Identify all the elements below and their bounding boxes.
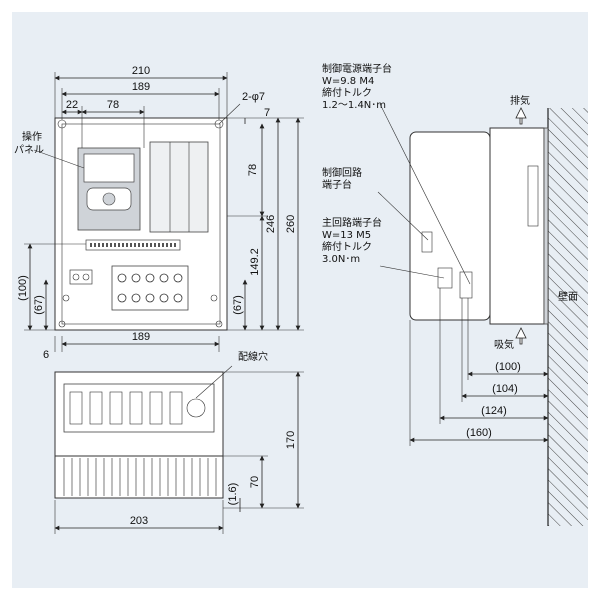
side-view — [409, 107, 588, 526]
dim-top-7: 7 — [264, 107, 270, 119]
control-power-terminal — [69, 269, 93, 285]
label-ctrl-circuit-1: 制御回路 — [322, 166, 362, 179]
dim-mount-holes: 2-φ7 — [242, 91, 265, 103]
intake-arrow-icon — [515, 327, 527, 345]
exhaust-arrow-icon — [515, 107, 527, 125]
label-ctrl-power-2: W=9.8 M4 — [322, 76, 374, 87]
side-ctrl-power-terminal — [459, 271, 473, 299]
label-main-circuit-2: W=13 M5 — [322, 230, 371, 241]
dim-left-100: (100) — [17, 275, 29, 301]
front-dimensions — [24, 72, 304, 352]
side-cover — [409, 131, 491, 321]
dim-bottom-189: 189 — [132, 331, 150, 343]
option-slots — [149, 141, 209, 233]
side-control-terminal — [421, 231, 433, 253]
label-intake: 吸気 — [494, 338, 514, 351]
dim-height-246: 246 — [265, 215, 277, 233]
dim-side-104: (104) — [492, 383, 518, 395]
bottom-dimensions — [54, 365, 304, 534]
dim-height-78: 78 — [247, 164, 259, 176]
label-ctrl-power-4: 1.2〜1.4N･m — [322, 100, 386, 111]
main-terminals — [117, 273, 183, 303]
mount-hole-bottom-left — [58, 320, 66, 328]
label-main-circuit-3: 締付トルク — [322, 240, 372, 253]
dim-mount-width: 189 — [132, 81, 150, 93]
dim-height-149: 149.2 — [249, 248, 261, 276]
dim-right-67: (67) — [232, 295, 244, 315]
mounting-plate — [543, 127, 549, 325]
label-ctrl-circuit-2: 端子台 — [322, 178, 352, 191]
ground-terminal — [62, 294, 70, 302]
front-view — [54, 117, 228, 331]
label-ctrl-power-3: 締付トルク — [322, 86, 372, 99]
label-exhaust: 排気 — [510, 94, 530, 107]
bottom-heatsink-outline — [54, 455, 224, 499]
wiring-hole-icon — [186, 398, 206, 418]
dim-offset-78: 78 — [107, 99, 119, 111]
dim-bottom-height-170: 170 — [285, 431, 297, 449]
panel-dial-icon — [102, 192, 116, 206]
dim-side-100: (100) — [495, 361, 521, 373]
label-ctrl-power-1: 制御電源端子台 — [322, 62, 392, 75]
dim-bottom-6: 6 — [43, 349, 49, 361]
label-wiring-hole: 配線穴 — [238, 350, 268, 363]
bottom-dimension-texts: 203 170 70 (1.6) 配線穴 — [130, 350, 297, 527]
heatsink-fins — [63, 458, 217, 496]
control-terminal-strip — [85, 239, 181, 251]
ground-terminal-right — [210, 294, 218, 302]
dim-offset-22: 22 — [66, 99, 78, 111]
bottom-vent-area — [63, 383, 215, 433]
label-main-circuit-4: 3.0N･m — [322, 254, 360, 265]
dim-bottom-1-6: (1.6) — [227, 483, 239, 506]
side-dimensions — [377, 103, 549, 446]
dim-bottom-height-70: 70 — [249, 476, 261, 488]
mount-hole-bottom-right — [215, 320, 223, 328]
front-inner-outline — [61, 123, 221, 325]
wall-hatch — [548, 108, 588, 526]
bottom-view — [54, 371, 224, 499]
label-panel-line2: パネル — [14, 144, 44, 156]
side-main-terminal — [437, 267, 453, 289]
bottom-vent-slots — [69, 391, 183, 425]
dim-overall-width: 210 — [132, 65, 150, 77]
dim-side-160: (160) — [466, 427, 492, 439]
front-dimension-texts: 210 189 22 78 2-φ7 7 78 246 260 149.2 (1… — [14, 65, 297, 361]
main-terminal-block — [111, 265, 189, 311]
panel-display — [83, 153, 135, 183]
label-panel-line1: 操作 — [22, 130, 42, 143]
dim-side-124: (124) — [481, 405, 507, 417]
side-heatsink-fin — [527, 165, 539, 227]
dim-bottom-width: 203 — [130, 515, 148, 527]
label-main-circuit-1: 主回路端子台 — [322, 216, 382, 229]
side-dimension-texts: (100) (104) (124) (160) 排気 吸気 壁面 制御電源端子台… — [322, 62, 578, 439]
dim-left-67: (67) — [33, 295, 45, 315]
dim-height-260: 260 — [285, 215, 297, 233]
label-wall: 壁面 — [558, 290, 578, 303]
